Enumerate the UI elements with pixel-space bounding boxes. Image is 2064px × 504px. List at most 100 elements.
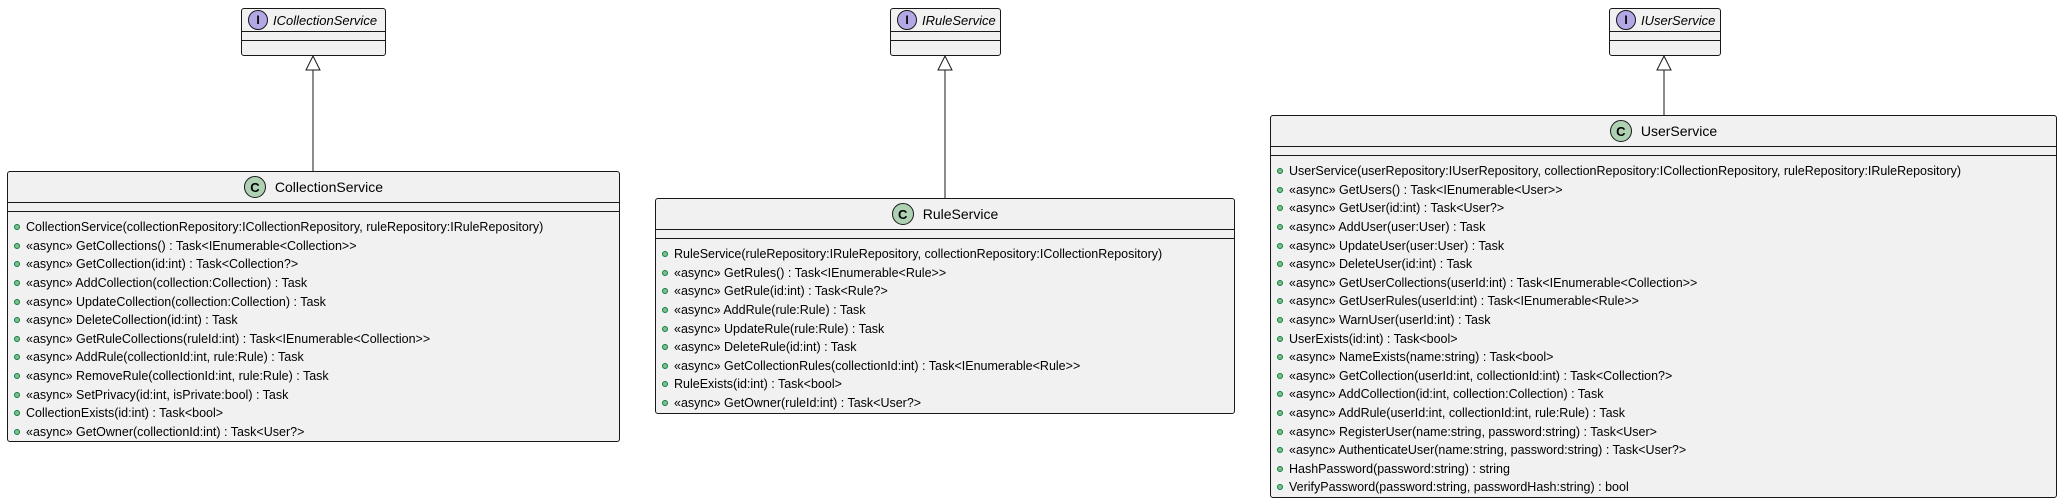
public-visibility-icon bbox=[662, 325, 668, 332]
edge-ruleservice-iruleservice bbox=[937, 54, 953, 198]
public-visibility-icon bbox=[1277, 298, 1283, 305]
public-visibility-icon bbox=[1277, 317, 1283, 324]
public-visibility-icon bbox=[1277, 410, 1283, 417]
method: «async» GetCollection(userId:int, collec… bbox=[1271, 367, 2056, 386]
public-visibility-icon bbox=[1277, 391, 1283, 398]
member-list: UserService(userRepository:IUserReposito… bbox=[1271, 155, 2056, 501]
member-list: RuleService(ruleRepository:IRuleReposito… bbox=[656, 238, 1234, 416]
class-icon: C bbox=[243, 176, 266, 198]
method: UserService(userRepository:IUserReposito… bbox=[1271, 162, 2056, 181]
public-visibility-icon bbox=[1277, 354, 1283, 361]
public-visibility-icon bbox=[662, 381, 668, 388]
method: «async» AddRule(rule:Rule) : Task bbox=[656, 301, 1234, 320]
public-visibility-icon bbox=[1277, 428, 1283, 435]
public-visibility-icon bbox=[1277, 168, 1283, 175]
interface-icollectionservice: I ICollectionService bbox=[241, 8, 386, 56]
method: CollectionService(collectionRepository:I… bbox=[8, 218, 619, 237]
method: «async» GetRules() : Task<IEnumerable<Ru… bbox=[656, 264, 1234, 283]
method: «async» AddRule(userId:int, collectionId… bbox=[1271, 404, 2056, 423]
method: HashPassword(password:string) : string bbox=[1271, 460, 2056, 479]
method: «async» RegisterUser(name:string, passwo… bbox=[1271, 422, 2056, 441]
interface-name: ICollectionService bbox=[273, 12, 378, 28]
public-visibility-icon bbox=[14, 373, 20, 380]
public-visibility-icon bbox=[14, 428, 20, 435]
public-visibility-icon bbox=[1277, 465, 1283, 472]
public-visibility-icon bbox=[14, 224, 20, 231]
public-visibility-icon bbox=[1277, 261, 1283, 268]
class-name: RuleService bbox=[922, 206, 999, 222]
public-visibility-icon bbox=[1277, 205, 1283, 212]
class-name: UserService bbox=[1640, 123, 1718, 139]
public-visibility-icon bbox=[662, 251, 668, 258]
method: «async» DeleteCollection(id:int) : Task bbox=[8, 311, 619, 330]
interface-icon: I bbox=[1616, 10, 1636, 30]
method: «async» DeleteUser(id:int) : Task bbox=[1271, 255, 2056, 274]
method: CollectionExists(id:int) : Task<bool> bbox=[8, 404, 619, 423]
interface-iruleservice: I IRuleService bbox=[890, 8, 1001, 56]
class-icon: C bbox=[1609, 120, 1632, 142]
method: «async» UpdateCollection(collection:Coll… bbox=[8, 292, 619, 311]
member-list: CollectionService(collectionRepository:I… bbox=[8, 211, 619, 445]
public-visibility-icon bbox=[1277, 372, 1283, 379]
interface-iuserservice: I IUserService bbox=[1609, 8, 1721, 56]
method: «async» GetOwner(ruleId:int) : Task<User… bbox=[656, 394, 1234, 413]
public-visibility-icon bbox=[1277, 224, 1283, 231]
method: «async» AuthenticateUser(name:string, pa… bbox=[1271, 441, 2056, 460]
public-visibility-icon bbox=[1277, 186, 1283, 193]
method: «async» GetUserRules(userId:int) : Task<… bbox=[1271, 292, 2056, 311]
method: «async» DeleteRule(id:int) : Task bbox=[656, 338, 1234, 357]
interface-icon: I bbox=[897, 10, 917, 30]
method: «async» AddCollection(collection:Collect… bbox=[8, 274, 619, 293]
method: RuleService(ruleRepository:IRuleReposito… bbox=[656, 245, 1234, 264]
method: «async» AddCollection(id:int, collection… bbox=[1271, 385, 2056, 404]
class-ruleservice: C RuleService RuleService(ruleRepository… bbox=[655, 198, 1235, 414]
method: «async» GetRule(id:int) : Task<Rule?> bbox=[656, 282, 1234, 301]
public-visibility-icon bbox=[662, 344, 668, 351]
edge-userservice-iuserservice bbox=[1656, 54, 1672, 115]
class-collectionservice: C CollectionService CollectionService(co… bbox=[7, 171, 620, 442]
method: «async» GetUserCollections(userId:int) :… bbox=[1271, 274, 2056, 293]
public-visibility-icon bbox=[1277, 242, 1283, 249]
public-visibility-icon bbox=[662, 269, 668, 276]
method: «async» GetRuleCollections(ruleId:int) :… bbox=[8, 330, 619, 349]
method: «async» AddRule(collectionId:int, rule:R… bbox=[8, 348, 619, 367]
method: «async» SetPrivacy(id:int, isPrivate:boo… bbox=[8, 385, 619, 404]
public-visibility-icon bbox=[1277, 279, 1283, 286]
method: «async» AddUser(user:User) : Task bbox=[1271, 218, 2056, 237]
public-visibility-icon bbox=[662, 400, 668, 407]
interface-name: IUserService bbox=[1641, 12, 1716, 28]
method: «async» GetCollections() : Task<IEnumera… bbox=[8, 237, 619, 256]
method: «async» GetUsers() : Task<IEnumerable<Us… bbox=[1271, 181, 2056, 200]
method: «async» GetCollection(id:int) : Task<Col… bbox=[8, 255, 619, 274]
method: «async» UpdateRule(rule:Rule) : Task bbox=[656, 319, 1234, 338]
public-visibility-icon bbox=[14, 280, 20, 287]
method: «async» GetOwner(collectionId:int) : Tas… bbox=[8, 423, 619, 442]
method: «async» GetCollectionRules(collectionId:… bbox=[656, 357, 1234, 376]
edge-collectionservice-icollectionservice bbox=[305, 54, 321, 171]
public-visibility-icon bbox=[662, 288, 668, 295]
public-visibility-icon bbox=[14, 261, 20, 268]
public-visibility-icon bbox=[1277, 447, 1283, 454]
interface-name: IRuleService bbox=[922, 12, 996, 28]
method: VerifyPassword(password:string, password… bbox=[1271, 478, 2056, 497]
public-visibility-icon bbox=[14, 317, 20, 324]
method: RuleExists(id:int) : Task<bool> bbox=[656, 375, 1234, 394]
public-visibility-icon bbox=[14, 335, 20, 342]
class-name: CollectionService bbox=[274, 179, 384, 195]
method: «async» WarnUser(userId:int) : Task bbox=[1271, 311, 2056, 330]
public-visibility-icon bbox=[1277, 335, 1283, 342]
public-visibility-icon bbox=[14, 298, 20, 305]
method: «async» NameExists(name:string) : Task<b… bbox=[1271, 348, 2056, 367]
method: «async» GetUser(id:int) : Task<User?> bbox=[1271, 199, 2056, 218]
public-visibility-icon bbox=[14, 410, 20, 417]
public-visibility-icon bbox=[1277, 484, 1283, 491]
class-icon: C bbox=[891, 203, 914, 225]
method: «async» UpdateUser(user:User) : Task bbox=[1271, 236, 2056, 255]
public-visibility-icon bbox=[14, 354, 20, 361]
public-visibility-icon bbox=[662, 307, 668, 314]
class-userservice: C UserService UserService(userRepository… bbox=[1270, 115, 2057, 498]
public-visibility-icon bbox=[14, 242, 20, 249]
method: UserExists(id:int) : Task<bool> bbox=[1271, 329, 2056, 348]
public-visibility-icon bbox=[14, 391, 20, 398]
